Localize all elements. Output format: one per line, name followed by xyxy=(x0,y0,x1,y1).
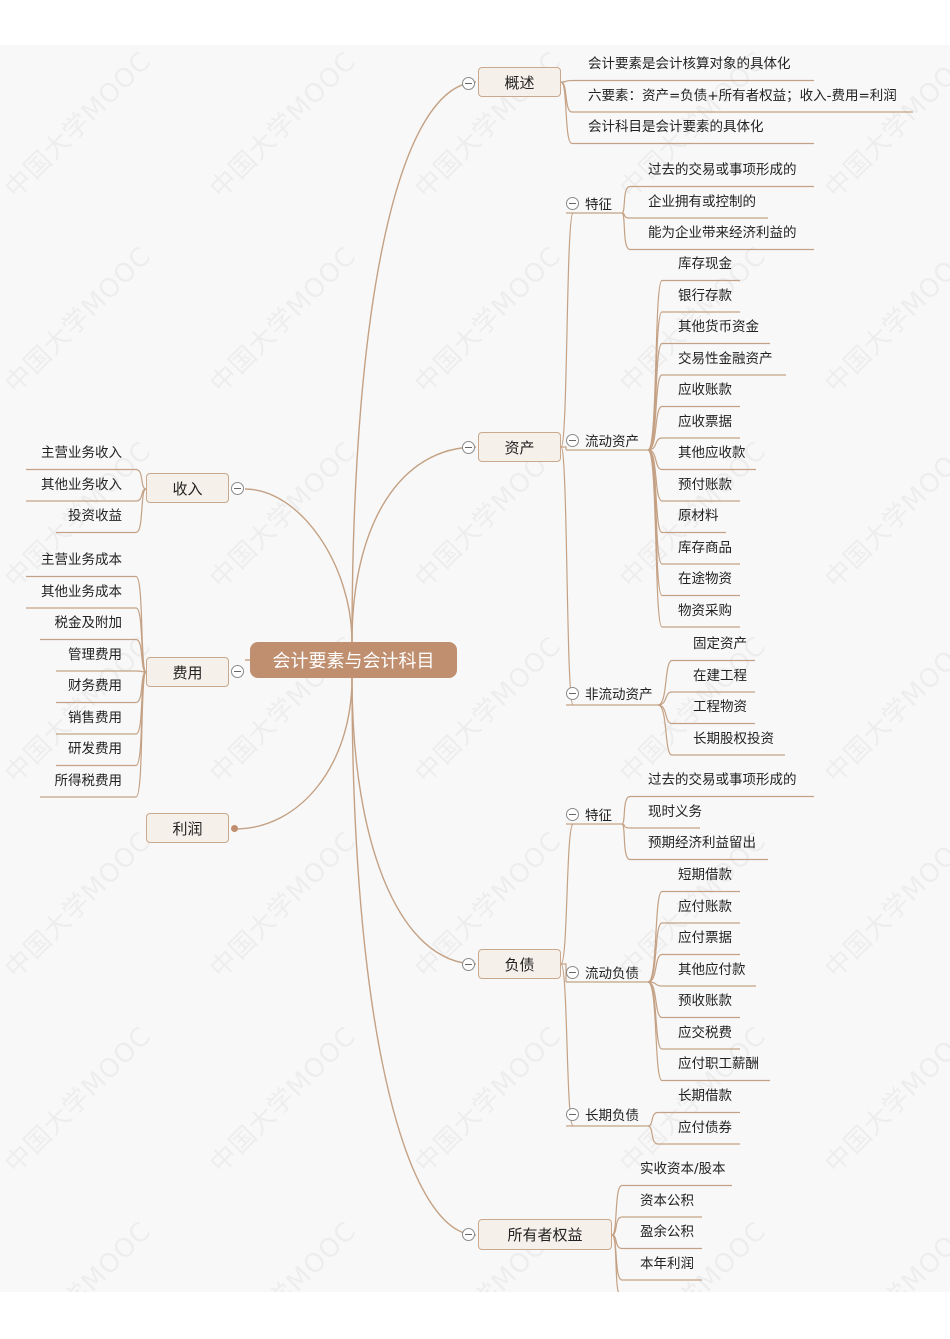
noncurrent-asset-item[interactable]: 长期股权投资 xyxy=(693,730,774,747)
current-liability-item[interactable]: 应付票据 xyxy=(678,930,732,946)
topic-overview[interactable]: 概述 xyxy=(478,67,561,97)
revenue-item[interactable]: 投资收益 xyxy=(68,508,122,524)
subtopic-current-liabilities[interactable]: 流动负债 xyxy=(566,962,639,982)
subtopic-noncurrent-assets[interactable]: 非流动资产 xyxy=(566,683,653,703)
topic-profit-label: 利润 xyxy=(172,819,203,838)
expense-item[interactable]: 税金及附加 xyxy=(54,615,123,631)
root-label: 会计要素与会计科目 xyxy=(272,651,435,672)
connector-lines xyxy=(26,79,913,1292)
topic-revenue-label: 收入 xyxy=(172,479,203,498)
liability-feature-item[interactable]: 预期经济利益留出 xyxy=(648,835,756,851)
overview-item[interactable]: 六要素：资产=负债+所有者权益；收入-费用=利润 xyxy=(588,87,897,104)
collapse-overview-icon[interactable] xyxy=(462,77,475,90)
subtopic-current-assets-label: 流动资产 xyxy=(585,434,639,450)
topic-liabilities[interactable]: 负债 xyxy=(478,949,561,979)
liability-feature-item[interactable]: 过去的交易或事项形成的 xyxy=(648,772,797,788)
collapse-assets-features-icon[interactable] xyxy=(566,196,579,210)
current-asset-item[interactable]: 应收票据 xyxy=(678,413,732,430)
collapse-liabilities-icon[interactable] xyxy=(462,958,475,971)
topic-assets-label: 资产 xyxy=(504,438,535,457)
profit-connector-dot xyxy=(231,825,238,832)
collapse-expenses-icon[interactable] xyxy=(231,665,244,678)
current-liability-item[interactable]: 预收账款 xyxy=(678,993,732,1009)
expense-item[interactable]: 管理费用 xyxy=(68,646,122,663)
collapse-current-assets-icon[interactable] xyxy=(566,433,579,447)
subtopic-current-liabilities-label: 流动负债 xyxy=(585,966,639,982)
expense-item[interactable]: 主营业务成本 xyxy=(41,552,122,568)
subtopic-liabilities-features-label: 特征 xyxy=(585,808,612,824)
topic-expenses-label: 费用 xyxy=(172,663,203,682)
asset-feature-item[interactable]: 能为企业带来经济利益的 xyxy=(648,225,797,241)
collapse-equity-icon[interactable] xyxy=(462,1228,475,1241)
current-asset-item[interactable]: 其他应收款 xyxy=(678,445,746,461)
current-asset-item[interactable]: 其他货币资金 xyxy=(678,319,759,335)
current-liability-item[interactable]: 应付账款 xyxy=(678,898,732,915)
collapse-liabilities-features-icon[interactable] xyxy=(566,807,579,821)
noncurrent-asset-item[interactable]: 在建工程 xyxy=(693,667,747,684)
topic-revenue[interactable]: 收入 xyxy=(146,473,229,503)
collapse-current-liabilities-icon[interactable] xyxy=(566,965,579,979)
current-asset-item[interactable]: 应收账款 xyxy=(678,382,732,398)
collapse-assets-icon[interactable] xyxy=(462,441,475,454)
expense-item[interactable]: 财务费用 xyxy=(68,678,122,694)
expense-item[interactable]: 其他业务成本 xyxy=(41,583,122,600)
root-node[interactable]: 会计要素与会计科目 xyxy=(250,642,457,678)
subtopic-longterm-liabilities-label: 长期负债 xyxy=(585,1108,639,1124)
subtopic-assets-features-label: 特征 xyxy=(585,197,612,213)
revenue-item[interactable]: 其他业务收入 xyxy=(41,476,122,493)
current-asset-item[interactable]: 库存现金 xyxy=(678,256,732,272)
current-liability-item[interactable]: 应付职工薪酬 xyxy=(678,1056,759,1072)
expense-item[interactable]: 所得税费用 xyxy=(54,772,123,789)
current-asset-item[interactable]: 物资采购 xyxy=(678,602,732,619)
current-liability-item[interactable]: 应交税费 xyxy=(678,1024,732,1041)
overview-item[interactable]: 会计要素是会计核算对象的具体化 xyxy=(588,56,791,72)
topic-equity[interactable]: 所有者权益 xyxy=(478,1219,612,1250)
current-asset-item[interactable]: 预付账款 xyxy=(678,476,732,493)
expense-item[interactable]: 销售费用 xyxy=(68,709,122,726)
equity-item[interactable]: 实收资本/股本 xyxy=(640,1161,726,1177)
topic-equity-label: 所有者权益 xyxy=(507,1226,583,1244)
noncurrent-asset-item[interactable]: 固定资产 xyxy=(693,636,747,652)
subtopic-longterm-liabilities[interactable]: 长期负债 xyxy=(566,1104,639,1124)
topic-profit[interactable]: 利润 xyxy=(146,813,229,843)
collapse-noncurrent-assets-icon[interactable] xyxy=(566,686,579,700)
current-liability-item[interactable]: 短期借款 xyxy=(678,867,732,883)
overview-item[interactable]: 会计科目是会计要素的具体化 xyxy=(588,119,764,135)
longterm-liability-item[interactable]: 长期借款 xyxy=(678,1088,732,1104)
current-liability-item[interactable]: 其他应付款 xyxy=(678,961,746,978)
current-asset-item[interactable]: 在途物资 xyxy=(678,571,732,587)
asset-feature-item[interactable]: 企业拥有或控制的 xyxy=(648,193,756,210)
subtopic-assets-features[interactable]: 特征 xyxy=(566,193,612,213)
revenue-item[interactable]: 主营业务收入 xyxy=(41,445,122,461)
equity-item[interactable]: 本年利润 xyxy=(640,1255,694,1272)
mindmap-canvas: 中国大学MOOC中国大学MOOC中国大学MOOC中国大学MOOC中国大学MOOC… xyxy=(0,45,950,1292)
current-asset-item[interactable]: 原材料 xyxy=(678,508,719,524)
collapse-revenue-icon[interactable] xyxy=(231,482,244,495)
topic-assets[interactable]: 资产 xyxy=(478,432,561,462)
liability-feature-item[interactable]: 现时义务 xyxy=(648,803,702,820)
collapse-longterm-liabilities-icon[interactable] xyxy=(566,1107,579,1121)
current-asset-item[interactable]: 交易性金融资产 xyxy=(678,350,773,367)
subtopic-current-assets[interactable]: 流动资产 xyxy=(566,430,639,450)
current-asset-item[interactable]: 库存商品 xyxy=(678,539,732,556)
expense-item[interactable]: 研发费用 xyxy=(68,741,122,757)
subtopic-noncurrent-assets-label: 非流动资产 xyxy=(585,687,653,703)
asset-feature-item[interactable]: 过去的交易或事项形成的 xyxy=(648,162,797,178)
current-asset-item[interactable]: 银行存款 xyxy=(678,287,732,304)
noncurrent-asset-item[interactable]: 工程物资 xyxy=(693,699,747,715)
topic-liabilities-label: 负债 xyxy=(504,955,535,974)
topic-expenses[interactable]: 费用 xyxy=(146,657,229,687)
equity-item[interactable]: 资本公积 xyxy=(640,1192,694,1209)
longterm-liability-item[interactable]: 应付债券 xyxy=(678,1119,732,1136)
subtopic-liabilities-features[interactable]: 特征 xyxy=(566,804,612,824)
topic-overview-label: 概述 xyxy=(504,73,535,92)
equity-item[interactable]: 盈余公积 xyxy=(640,1224,694,1240)
